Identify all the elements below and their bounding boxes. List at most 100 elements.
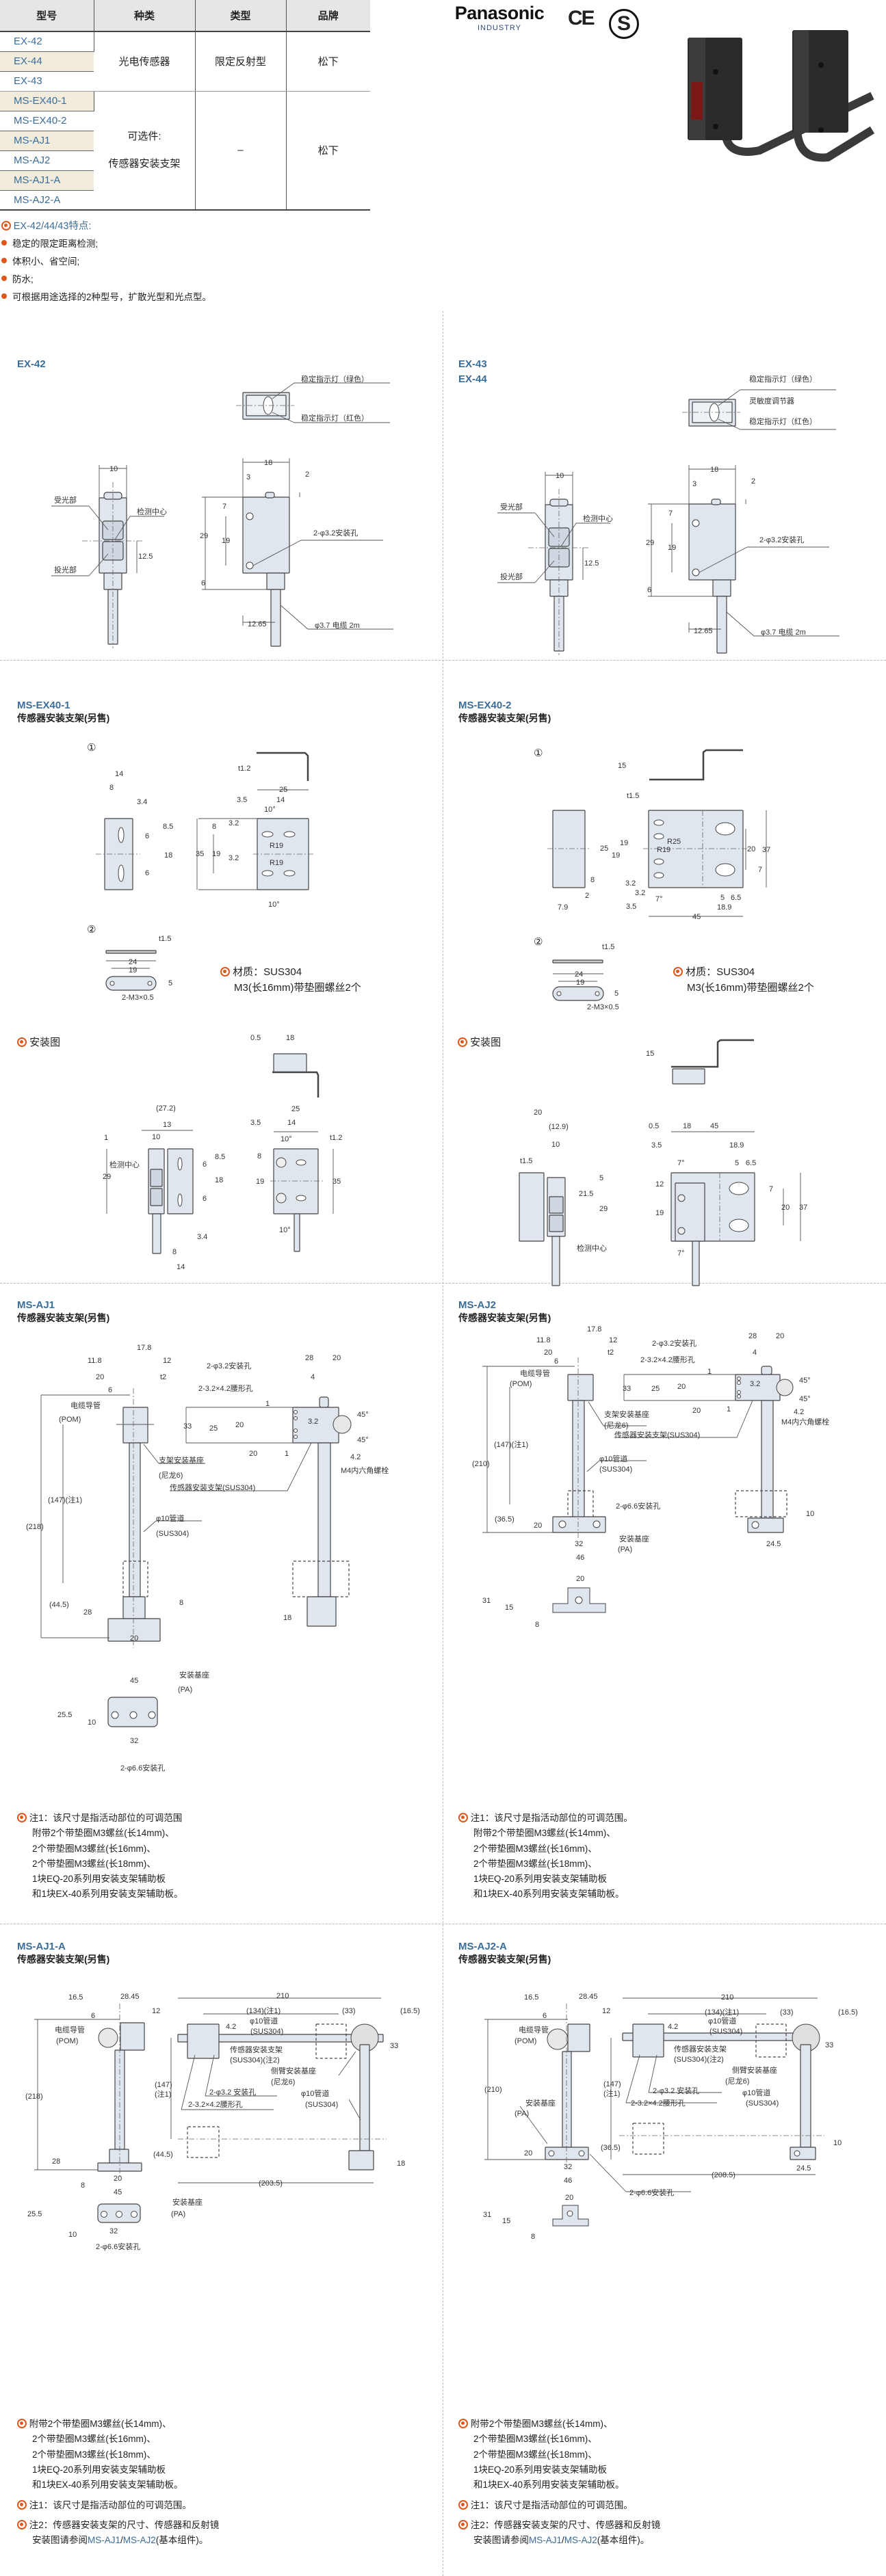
sensor-bracket-alt (755, 2023, 787, 2058)
dimension-label: 32 (130, 1737, 138, 1745)
dimension-label: 2-φ6.6安装孔 (120, 1763, 165, 1772)
slot (177, 1157, 183, 1171)
dimension-label: 18 (283, 1614, 291, 1622)
dot-icon (1, 276, 7, 281)
dimension-label: 4.2 (226, 2023, 236, 2031)
dimension-label: 18.9 (717, 903, 731, 912)
dimension-label: (147)(注1) (494, 1439, 528, 1449)
section-title: MS-AJ1 (17, 1299, 55, 1311)
bullet-icon (673, 967, 683, 977)
dimension-label: 2-3.2×4.2腰形孔 (188, 2100, 243, 2109)
dimension-label: φ10管道 (156, 1513, 184, 1523)
dimension-label: 支架安装基座 (159, 1455, 204, 1465)
dimension-label: 18.9 (729, 1141, 744, 1150)
dimension-label: M4内六角螺栓 (781, 1417, 829, 1426)
side-base (790, 2147, 816, 2160)
note-text: 注1：该尺寸是指活动部位的可调范围。 (29, 2500, 192, 2511)
dimension-label: 0.5 (649, 1122, 659, 1130)
dimension-label: 37 (799, 1204, 807, 1212)
dimension-label: 10 (88, 1718, 96, 1727)
part-number-2: ② (534, 936, 543, 948)
pipe (800, 2044, 811, 2148)
dimension-label: 3 (246, 473, 250, 481)
dimension-label: 7 (222, 503, 226, 511)
dimension-label: (SUS304) (156, 1530, 189, 1538)
dimension-line (519, 2106, 548, 2145)
dimension-label: 45° (357, 1436, 369, 1444)
dimension-label: (44.5) (153, 2151, 173, 2159)
dimension-label: 19 (256, 1178, 264, 1186)
dimension-label: 灵敏度调节器 (749, 396, 794, 406)
dimension-label: 6 (201, 579, 205, 587)
dimension-label: (注1) (603, 2088, 620, 2098)
dimension-label: 12 (602, 2007, 610, 2015)
sensor-bracket (187, 2023, 220, 2059)
dimension-label: 6 (145, 869, 149, 877)
mounting-hole (578, 2150, 585, 2157)
note-line: 1块EQ-20系列用安装支架辅助板 (32, 1874, 166, 1885)
dimension-label: 20 (96, 1373, 104, 1381)
link-ms-aj2[interactable]: MS-AJ2 (122, 2535, 156, 2546)
dimension-label: 8 (590, 876, 595, 884)
dimension-label: 3.5 (250, 1119, 261, 1127)
mounting-hole (794, 2150, 800, 2157)
dimension-label: φ10管道 (599, 1454, 627, 1463)
dimension-label: 20 (544, 1349, 552, 1357)
hole (294, 1435, 298, 1439)
dimension-label: (SUS304)(注2) (674, 2054, 724, 2064)
model-cell: EX-43 (0, 71, 94, 92)
model-cell: MS-EX40-1 (0, 91, 94, 111)
dimension-label: φ3.7 电缆 2m (315, 621, 360, 630)
dimension-label: 20 (114, 2175, 122, 2183)
dimension-label: 19 (668, 544, 676, 552)
bracket-profile (272, 1071, 320, 1098)
dimension-label: 2-φ3.2 安装孔 (653, 2086, 699, 2095)
dimension-label: 19 (212, 850, 220, 858)
install-title-text: 安装图 (29, 1037, 61, 1048)
dimension-label: (210) (484, 2086, 502, 2094)
bullet-icon (17, 2500, 27, 2510)
dimension-label: 8 (531, 2233, 535, 2241)
clamp-lower (292, 1561, 350, 1597)
clamp-knob (98, 2028, 118, 2048)
ce-mark-icon: CE (568, 7, 595, 29)
slot (283, 831, 296, 838)
dimension-label: φ10管道 (708, 2016, 736, 2026)
dimension-label: (147) (155, 2081, 172, 2089)
slot (118, 827, 125, 843)
pipe-cap (761, 1366, 772, 1375)
aja-notes-right: 附带2个带垫圈M3螺丝(长14mm)、 2个带垫圈M3螺丝(长16mm)、 2个… (458, 2417, 660, 2548)
dimension-line (181, 2054, 196, 2110)
dimension-label: 19 (576, 979, 584, 987)
dimension-label: 15 (505, 1604, 513, 1612)
feature-item: 稳定的限定距离检测; (12, 239, 99, 249)
cable (270, 589, 281, 647)
clamp-knob (333, 1415, 352, 1434)
section-header-msaj2: MS-AJ2 传感器安装支架(另售) (458, 1299, 551, 1324)
link-ms-aj1[interactable]: MS-AJ1 (529, 2535, 562, 2546)
dimension-label: 14 (287, 1119, 296, 1127)
dimension-line (726, 611, 755, 637)
dimension-label: 35 (196, 850, 204, 858)
kind-cell: 光电传感器 (94, 31, 196, 92)
dimension-label: 1 (104, 1134, 108, 1142)
link-ms-aj2[interactable]: MS-AJ2 (564, 2535, 597, 2546)
dimension-label: 10° (279, 1226, 291, 1234)
section-title-ex43: EX-43 (458, 358, 487, 370)
dimension-label: 24.5 (796, 2164, 811, 2173)
dimension-label: 45° (799, 1395, 811, 1403)
dimension-line (252, 540, 302, 566)
dimension-label: 4.2 (668, 2023, 678, 2031)
dimension-label: 20 (781, 1204, 790, 1212)
slot (653, 858, 664, 865)
link-ms-aj1[interactable]: MS-AJ1 (88, 2535, 121, 2546)
dimension-label: (134)(注1) (705, 2007, 739, 2017)
dimension-label: 29 (599, 1205, 608, 1213)
sensor-top-view (672, 1068, 705, 1085)
dimension-label: 6 (91, 2012, 95, 2020)
note-text: 注2：传感器安装支架的尺寸、传感器和反射镜 (470, 2519, 661, 2530)
dimension-label: (36.5) (495, 1515, 514, 1524)
dimension-label: 12 (609, 1336, 617, 1344)
